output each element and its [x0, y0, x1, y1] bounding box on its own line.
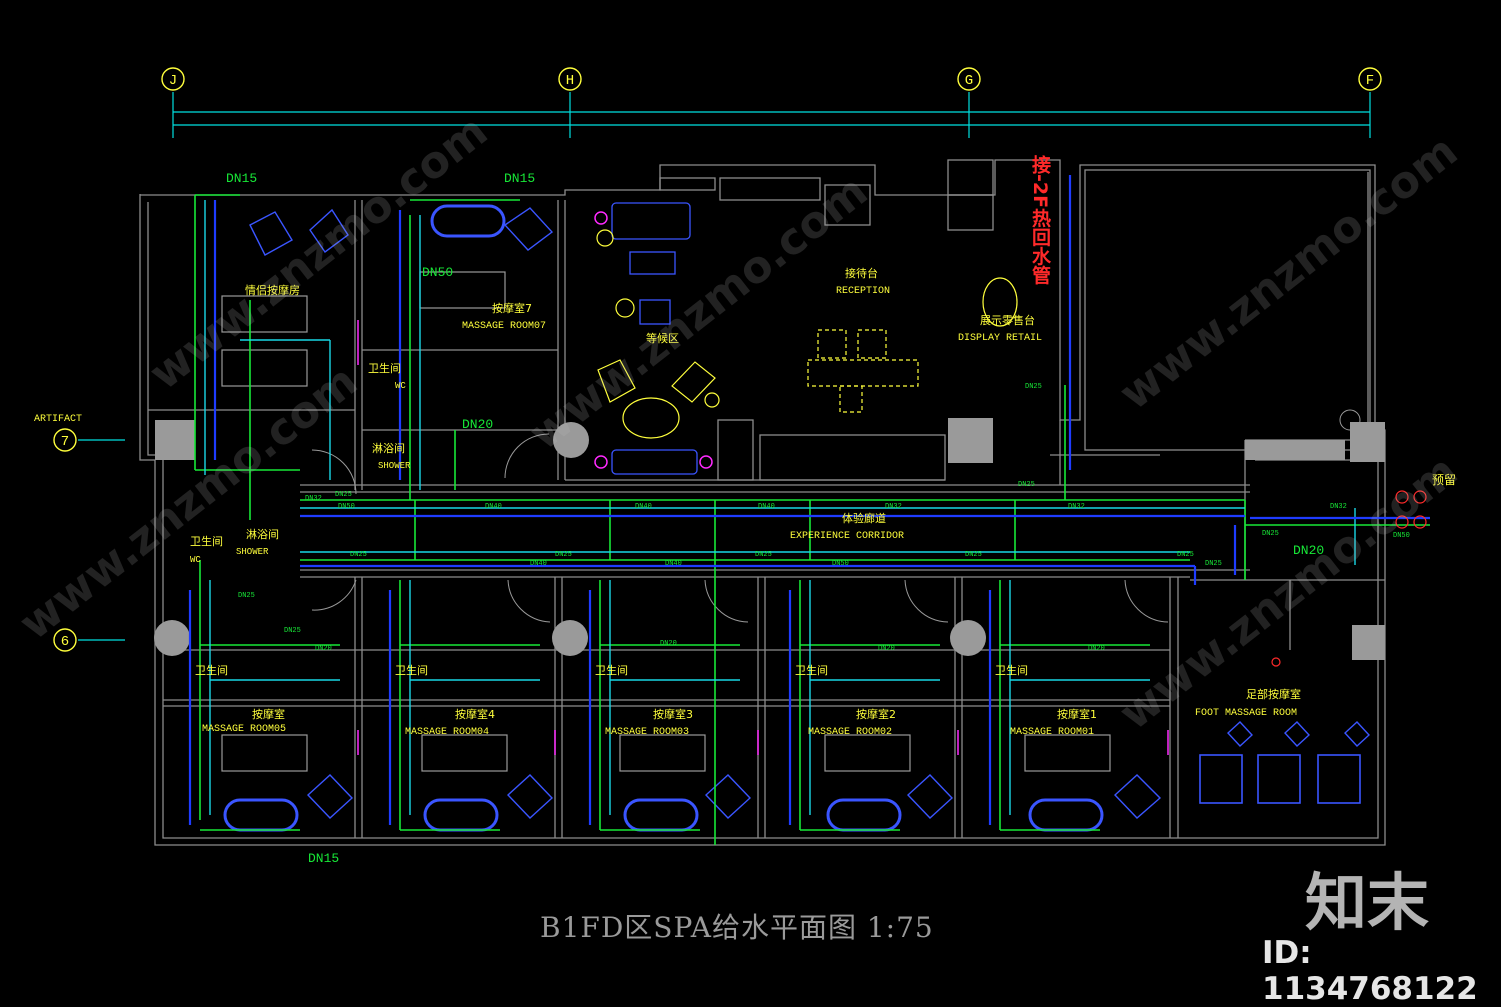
pipe-label-dn25-e: DN25	[555, 551, 572, 559]
watermark-logo: 知末	[1305, 866, 1430, 939]
wc-label-4: 卫生间	[395, 663, 428, 677]
pipe-label-dn15-top: DN15	[226, 171, 257, 186]
wc-label-7: 卫生间	[995, 663, 1028, 677]
lounge-chairs	[249, 207, 1370, 819]
massage-beds	[221, 271, 1111, 772]
retail-en: DISPLAY RETAIL	[958, 333, 1042, 344]
axis-G: G	[965, 73, 973, 89]
shower-en-1: SHOWER	[378, 461, 411, 471]
axis-7: 7	[61, 434, 69, 450]
artifact-label: ARTIFACT	[34, 414, 82, 425]
door-swings	[311, 409, 1361, 623]
pipe-label-dn25-k: DN25	[284, 627, 301, 635]
room04-cn: 按摩室4	[455, 707, 495, 721]
corridor-en: EXPERIENCE CORRIDOR	[790, 531, 904, 542]
wc-label-5: 卫生间	[595, 663, 628, 677]
room07-cn: 按摩室7	[492, 301, 532, 315]
pipe-label-dn50-b: DN50	[832, 560, 849, 568]
room-couple-label: 情侣按摩房	[245, 283, 300, 297]
axis-J: J	[169, 73, 177, 89]
pipe-label-dn15-bottom: DN15	[308, 851, 339, 866]
foot-room-cn: 足部按摩室	[1246, 687, 1301, 701]
shower-label-1: 淋浴间	[372, 442, 405, 455]
lounge-label: 等候区	[646, 331, 679, 345]
wc-label-3: 卫生间	[195, 663, 228, 677]
pipe-label-dn25-c: DN25	[1025, 383, 1042, 391]
room02-cn: 按摩室2	[856, 707, 896, 721]
wc-label-6: 卫生间	[795, 663, 828, 677]
axis-F: F	[1366, 73, 1374, 89]
pipe-label-dn40-a: DN40	[485, 503, 502, 511]
room02-en: MASSAGE ROOM02	[808, 727, 892, 738]
wc-en-2: WC	[190, 555, 201, 565]
corridor-cn: 体验廊道	[842, 511, 886, 525]
room03-cn: 按摩室3	[653, 707, 693, 721]
wc-label-2: 卫生间	[190, 534, 223, 548]
wc-label-1: 卫生间	[368, 361, 401, 375]
pipe-label-dn40-e: DN40	[665, 560, 682, 568]
pipe-label-dn20-f: DN20	[1088, 645, 1105, 653]
grid-axes	[78, 92, 1371, 641]
hot-return-label: 接-2F热回水管	[1029, 155, 1051, 285]
foot-room-en: FOOT MASSAGE ROOM	[1195, 708, 1297, 719]
pipe-label-dn50: DN50	[422, 265, 453, 280]
pipe-label-dn20-e: DN20	[878, 645, 895, 653]
pipe-label-dn25-g: DN25	[965, 551, 982, 559]
foot-massage-chairs	[1199, 754, 1361, 804]
pipe-label-dn50-c: DN50	[1393, 532, 1410, 540]
grid-bubbles	[53, 67, 1382, 652]
pipe-label-dn40-c: DN40	[758, 503, 775, 511]
cold-water-pipes	[194, 194, 1430, 845]
reserve-valves	[1271, 490, 1427, 667]
room01-en: MASSAGE ROOM01	[1010, 727, 1094, 738]
pipe-label-dn32-c: DN32	[1068, 503, 1085, 511]
pipe-label-dn20-a: DN20	[462, 417, 493, 432]
watermark-id: ID: 1134768122	[1262, 935, 1478, 1007]
pipe-label-dn32-b: DN32	[885, 503, 902, 511]
reception-desk	[807, 329, 919, 413]
shower-label-2: 淋浴间	[246, 528, 279, 541]
room05-cn: 按摩室	[252, 707, 285, 721]
room05-en: MASSAGE ROOM05	[202, 724, 286, 735]
return-pipes	[188, 175, 1430, 825]
pipe-label-dn32-d: DN32	[1330, 503, 1347, 511]
reserved-label: 预留	[1432, 473, 1456, 487]
pipe-label-dn25-b: DN25	[1018, 481, 1035, 489]
pipe-label-dn25-d: DN25	[350, 551, 367, 559]
pipe-label-dn20-b: DN20	[1293, 543, 1324, 558]
shower-en-2: SHOWER	[236, 547, 269, 557]
pipe-label-dn50-a: DN50	[338, 503, 355, 511]
pipe-label-dn20-c: DN20	[315, 645, 332, 653]
room07-en: MASSAGE ROOM07	[462, 321, 546, 332]
pipe-label-dn25-l: DN25	[238, 592, 255, 600]
room03-en: MASSAGE ROOM03	[605, 727, 689, 738]
grid-bubble-labels: J H G F 7 6	[61, 73, 1374, 650]
lounge-furniture	[596, 229, 1018, 439]
hot-water-pipes	[204, 200, 1356, 815]
pipe-label-dn40-b: DN40	[635, 503, 652, 511]
pipe-label-dn25-a: DN25	[335, 491, 352, 499]
pipe-label-dn40-d: DN40	[530, 560, 547, 568]
axis-H: H	[566, 73, 574, 89]
retail-cn: 展示零售台	[980, 313, 1035, 327]
wc-en-1: WC	[395, 381, 406, 391]
pipe-label-dn25-f: DN25	[755, 551, 772, 559]
room01-cn: 按摩室1	[1057, 707, 1097, 721]
furniture	[611, 202, 698, 475]
pipe-label-dn25-j: DN25	[1262, 530, 1279, 538]
reception-cn: 接待台	[845, 266, 878, 280]
pipe-label-dn25-h: DN25	[1177, 551, 1194, 559]
reception-en: RECEPTION	[836, 286, 890, 297]
room04-en: MASSAGE ROOM04	[405, 727, 489, 738]
valves	[357, 211, 1169, 755]
pipe-label-dn25-i: DN25	[1205, 560, 1222, 568]
drawing-title: B1FD区SPA给水平面图 1:75	[540, 911, 934, 944]
columns	[154, 418, 1385, 660]
pipe-label-dn20-d: DN20	[660, 640, 677, 648]
pipe-label-dn15-top2: DN15	[504, 171, 535, 186]
pipe-label-dn32-a: DN32	[305, 495, 322, 503]
axis-6: 6	[61, 634, 69, 650]
